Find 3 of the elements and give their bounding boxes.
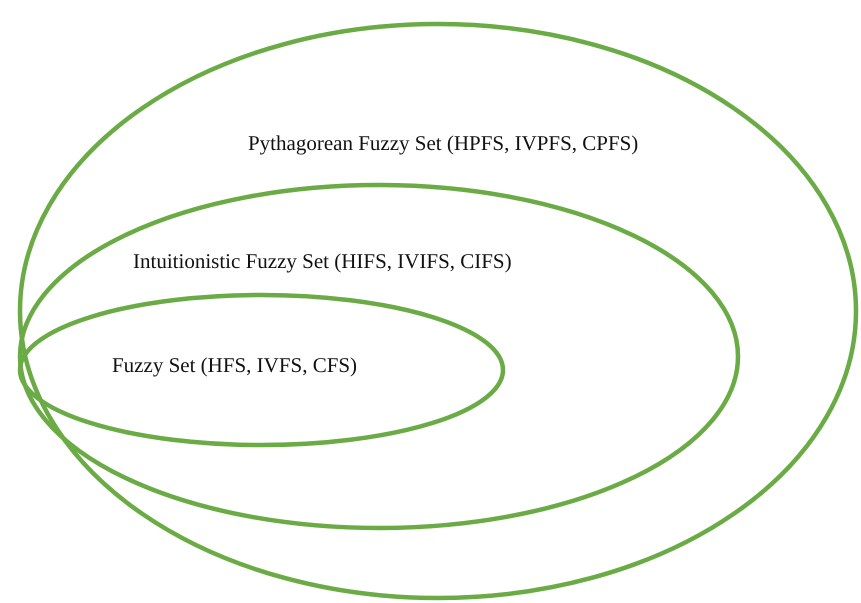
set-label: Fuzzy Set (HFS, IVFS, CFS): [112, 353, 358, 377]
set-label: Pythagorean Fuzzy Set (HPFS, IVPFS, CPFS): [248, 131, 638, 155]
set-label: Intuitionistic Fuzzy Set (HIFS, IVIFS, CIFS): [133, 249, 512, 273]
